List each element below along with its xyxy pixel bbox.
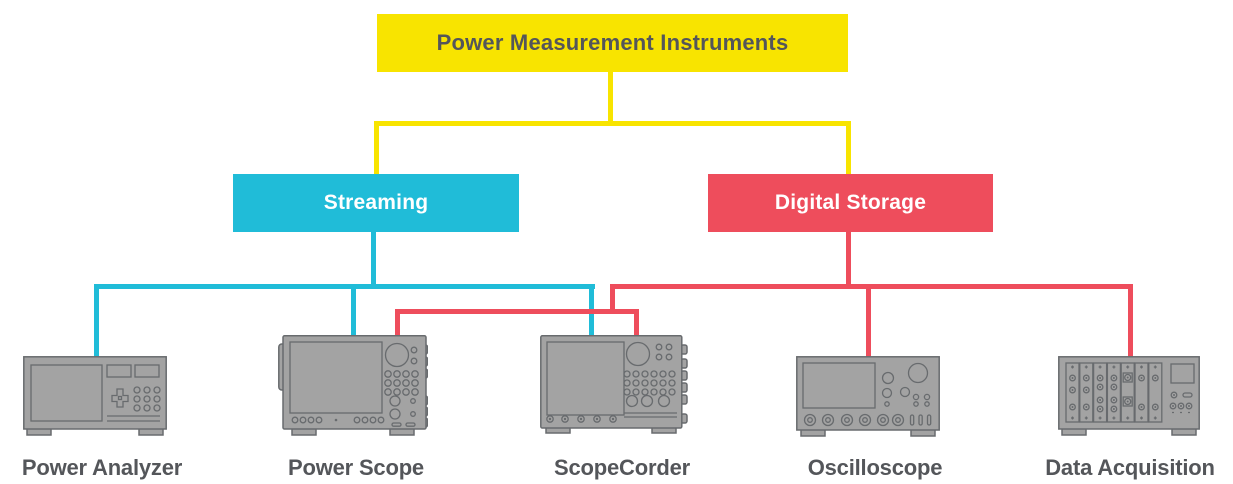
power-scope-instrument-icon [278,335,428,436]
connector-digital-storage-to-data-acquisition [1128,284,1133,360]
instrument-label-power-scope: Power Scope [288,455,424,480]
connector-digital-storage-crossbar [610,284,1133,289]
connector-digital-storage-to-power-scope [395,309,400,339]
connector-root-crossbar [374,121,851,126]
instrument-label-oscilloscope: Oscilloscope [807,455,943,480]
connector-digital-storage-to-scopecorder [634,309,639,339]
connector-streaming-stem [371,232,376,289]
data-acquisition-instrument-icon [1058,356,1200,436]
connector-streaming-to-power-scope [351,284,356,339]
connector-digital-storage-lower-crossbar [395,309,639,314]
node-streaming: Streaming [233,174,519,232]
power-analyzer-instrument-icon [23,356,167,436]
scopecorder-instrument-icon [540,335,688,434]
connector-root-to-streaming [374,121,379,177]
node-power-measurement-instruments: Power Measurement Instruments [377,14,848,72]
node-streaming-label: Streaming [323,191,429,214]
instrument-label-data-acquisition: Data Acquisition [1045,455,1215,480]
node-digital-storage-label: Digital Storage [774,191,927,214]
connector-streaming-crossbar [94,284,595,289]
connector-digital-storage-stem [846,232,851,289]
instrument-label-power-analyzer: Power Analyzer [21,455,183,480]
instrument-label-scopecorder: ScopeCorder [554,455,690,480]
connector-root-to-digital-storage [846,121,851,177]
node-digital-storage: Digital Storage [708,174,993,232]
connector-digital-storage-to-oscilloscope [866,284,871,360]
connector-digital-storage-downlink [610,284,615,314]
node-root-label: Power Measurement Instruments [436,30,789,55]
connector-root-stem [608,72,613,126]
connector-streaming-to-power-analyzer [94,284,99,360]
oscilloscope-instrument-icon [796,356,940,437]
